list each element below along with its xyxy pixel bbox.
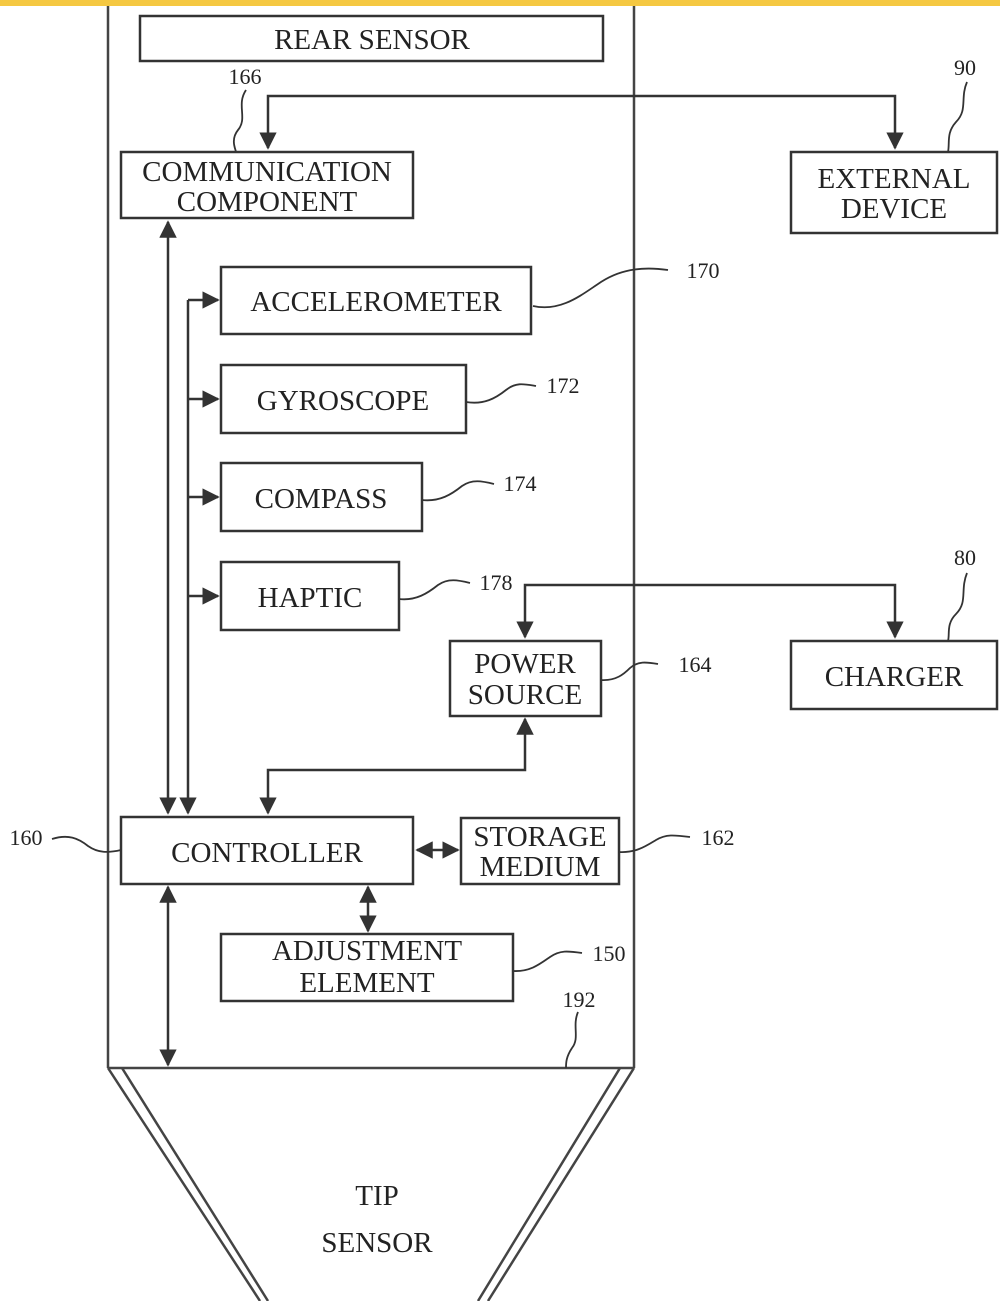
tip-sensor-block: TIP SENSOR <box>321 1180 433 1259</box>
power-source-label-line2: SOURCE <box>468 679 582 711</box>
comm-external-link <box>259 94 904 150</box>
compass-block: COMPASS <box>219 461 424 533</box>
leader-164 <box>600 661 659 681</box>
stylus-body-outline <box>106 6 636 1301</box>
external-device-label-line2: DEVICE <box>841 193 947 225</box>
storage-medium-label-line2: MEDIUM <box>480 851 601 883</box>
accelerometer-block: ACCELEROMETER <box>219 265 533 336</box>
communication-label-line2: COMPONENT <box>177 186 358 218</box>
ref-174: 174 <box>504 471 537 496</box>
leader-160 <box>51 835 122 853</box>
controller-block: CONTROLLER <box>119 815 415 886</box>
controller-power-link <box>259 717 534 815</box>
storage-medium-label-line1: STORAGE <box>473 821 606 853</box>
accelerometer-label: ACCELEROMETER <box>250 286 502 318</box>
controller-label: CONTROLLER <box>171 837 363 869</box>
leader-172 <box>465 383 537 404</box>
leader-90 <box>947 81 968 153</box>
compass-label: COMPASS <box>255 483 388 515</box>
charger-block: CHARGER <box>789 639 999 711</box>
external-device-label-line1: EXTERNAL <box>817 163 970 195</box>
ref-80: 80 <box>954 545 976 570</box>
ref-90: 90 <box>954 55 976 80</box>
ref-178: 178 <box>480 570 513 595</box>
power-source-block: POWER SOURCE <box>448 639 603 718</box>
top-accent-bar <box>0 0 1000 6</box>
leader-178 <box>398 579 471 601</box>
ref-172: 172 <box>547 373 580 398</box>
leader-192 <box>565 1011 579 1069</box>
external-device-block: EXTERNAL DEVICE <box>789 150 999 235</box>
communication-label-line1: COMMUNICATION <box>142 156 392 188</box>
rear-sensor-block: REAR SENSOR <box>138 14 605 63</box>
power-source-label-line1: POWER <box>474 648 576 680</box>
tip-sensor-label-line1: TIP <box>355 1180 399 1212</box>
leader-166 <box>232 89 247 153</box>
ref-170: 170 <box>687 258 720 283</box>
connectors <box>159 94 904 1067</box>
ref-192: 192 <box>563 987 596 1012</box>
leader-170 <box>532 267 669 309</box>
tip-sensor-label-line2: SENSOR <box>321 1227 433 1259</box>
gyroscope-block: GYROSCOPE <box>219 363 468 435</box>
leader-80 <box>947 572 968 642</box>
rear-sensor-label: REAR SENSOR <box>274 24 470 56</box>
leader-150 <box>512 950 583 972</box>
ref-162: 162 <box>702 825 735 850</box>
communication-block: COMMUNICATION COMPONENT <box>119 150 415 220</box>
ref-150: 150 <box>593 941 626 966</box>
ref-166: 166 <box>229 64 262 89</box>
storage-medium-block: STORAGE MEDIUM <box>459 816 621 886</box>
adjustment-element-label-line1: ADJUSTMENT <box>272 935 462 967</box>
ref-160: 160 <box>10 825 43 850</box>
gyroscope-label: GYROSCOPE <box>257 385 429 417</box>
haptic-block: HAPTIC <box>219 560 401 632</box>
power-charger-link <box>516 583 904 639</box>
haptic-label: HAPTIC <box>258 582 363 614</box>
reference-numerals: 166 90 170 172 174 178 80 164 160 162 15… <box>10 55 977 1012</box>
reference-leaders <box>51 81 968 1069</box>
adjustment-element-block: ADJUSTMENT ELEMENT <box>219 932 515 1003</box>
leader-174 <box>421 480 495 502</box>
leader-162 <box>618 834 691 853</box>
adjustment-element-label-line2: ELEMENT <box>299 967 435 999</box>
ref-164: 164 <box>679 652 712 677</box>
charger-label: CHARGER <box>825 661 964 693</box>
